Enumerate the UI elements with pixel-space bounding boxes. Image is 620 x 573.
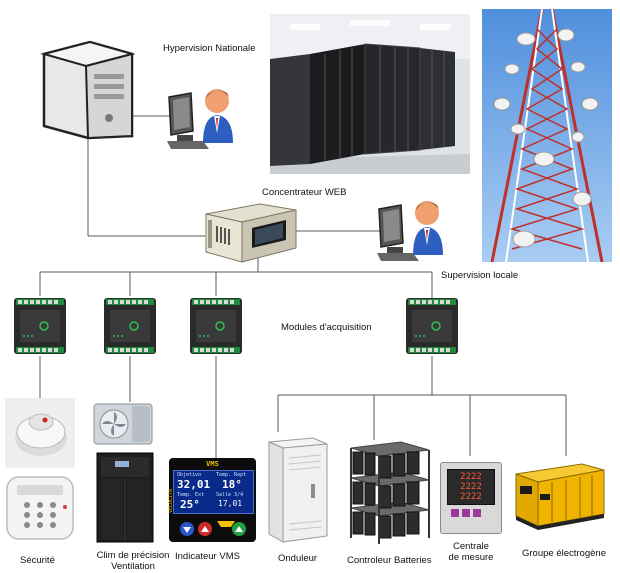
web-concentrator-icon [205, 203, 297, 263]
vms-cell4-value: 17,01 [218, 499, 243, 508]
smoke-detector-icon [5, 398, 75, 468]
concentrator-label: Concentrateur WEB [262, 187, 347, 198]
power-meter-screen: 2222 2222 2222 [447, 469, 495, 505]
clim-label: Clim de précision Ventilation [88, 550, 178, 572]
vms-title: VMS [206, 460, 219, 468]
meter-row2: 2222 [460, 482, 482, 492]
security-label: Sécurité [20, 555, 55, 566]
local-supervision-label: Supervision locale [441, 270, 519, 281]
ups-cabinet-icon [268, 437, 328, 543]
precision-ac-cabinet-icon [96, 452, 154, 543]
acquisition-module-3 [186, 296, 246, 356]
acquisition-module-2 [100, 296, 160, 356]
vms-cell2-label: Temp. Rept [216, 472, 247, 478]
operator-workstation-icon [167, 89, 233, 149]
vms-side-text: VELOCITA [168, 488, 175, 514]
local-workstation-icon [377, 201, 443, 261]
generator-label: Groupe électrogène [522, 548, 606, 559]
power-meter-panel: 2222 2222 2222 [440, 462, 502, 534]
vms-buttons [180, 521, 246, 536]
centrale-label-line1: Centrale [453, 541, 489, 552]
clim-label-line2: Ventilation [111, 561, 155, 572]
vms-label: Indicateur VMS [175, 551, 240, 562]
centrale-label-line2: de mesure [448, 552, 494, 563]
vms-cell3-value: 25° [180, 498, 200, 511]
acquisition-module-1 [10, 296, 70, 356]
vms-cell1-label: Objetivo [177, 472, 202, 478]
vms-cell1-value: 32,01 [177, 478, 211, 491]
vms-cell4-label: Salle 3/4 [216, 492, 244, 498]
battery-rack-icon [350, 441, 430, 544]
meter-row1: 2222 [460, 472, 482, 482]
meter-button-2 [462, 509, 470, 517]
telecom-tower-photo [482, 9, 612, 262]
modules-label: Modules d'acquisition [281, 322, 372, 333]
batteries-label: Controleur Batteries [347, 555, 432, 566]
meter-button-3 [473, 509, 481, 517]
server-tower-icon [40, 40, 135, 140]
vms-cell2-value: 18° [222, 478, 242, 491]
vms-cell3-label: Temp. Ext [177, 492, 205, 498]
centrale-label: Centrale de mesure [442, 541, 500, 563]
meter-buttons [451, 509, 489, 519]
meter-button-1 [451, 509, 459, 517]
meter-row3: 2222 [460, 492, 482, 502]
vms-screen: Objetivo 32,01 Temp. Rept 18° Temp. Ext … [173, 470, 254, 514]
datacenter-photo [270, 14, 470, 174]
onduleur-label: Onduleur [278, 553, 318, 564]
hypervision-label: Hypervision Nationale [163, 43, 256, 54]
vms-indicator-panel: VMS Objetivo 32,01 Temp. Rept 18° Temp. … [168, 458, 256, 542]
keypad-icon [6, 476, 74, 540]
ventilation-unit-icon [93, 403, 153, 445]
acquisition-module-4 [402, 296, 462, 356]
generator-icon [515, 463, 605, 530]
clim-label-line1: Clim de précision [96, 550, 170, 561]
